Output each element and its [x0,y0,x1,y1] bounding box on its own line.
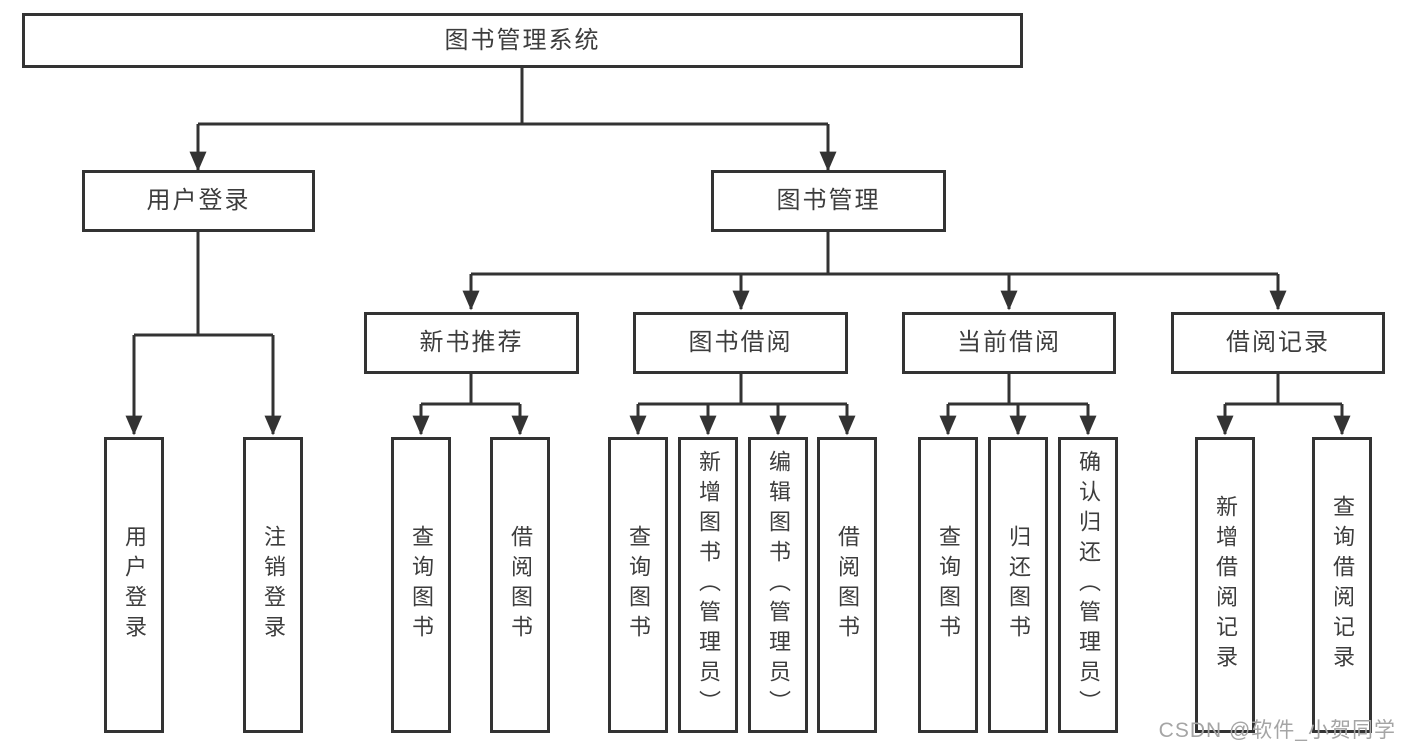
leaf-edit-book-admin-label: 编辑图书（管理员） [766,450,791,720]
node-book-borrow: 图书借阅 [633,312,848,374]
leaf-query-books-borrow-label: 查询图书 [626,525,651,645]
watermark: CSDN @软件_小贺同学 [1158,719,1396,742]
node-user-login: 用户登录 [82,170,315,232]
node-current-borrow-label: 当前借阅 [957,329,1061,356]
leaf-query-books-recommend: 查询图书 [391,437,451,733]
node-book-borrow-label: 图书借阅 [688,329,793,356]
leaf-user-login-label: 用户登录 [122,525,147,645]
node-borrow-records: 借阅记录 [1171,312,1385,374]
leaf-query-books-current: 查询图书 [918,437,978,733]
leaf-confirm-return-admin-label: 确认归还（管理员） [1076,450,1101,720]
node-book-management-label: 图书管理 [776,187,881,214]
node-root: 图书管理系统 [22,13,1023,68]
leaf-logout: 注销登录 [243,437,303,733]
leaf-query-borrow-record: 查询借阅记录 [1312,437,1372,733]
node-new-book-recommend-label: 新书推荐 [419,329,524,356]
node-current-borrow: 当前借阅 [902,312,1116,374]
leaf-add-borrow-record-label: 新增借阅记录 [1213,495,1238,675]
leaf-borrow-books-label: 借阅图书 [835,525,860,645]
leaf-query-books-recommend-label: 查询图书 [409,525,434,645]
leaf-user-login: 用户登录 [104,437,164,733]
leaf-borrow-books-recommend-label: 借阅图书 [508,525,533,645]
leaf-add-book-admin-label: 新增图书（管理员） [696,450,721,720]
leaf-confirm-return-admin: 确认归还（管理员） [1058,437,1118,733]
leaf-logout-label: 注销登录 [261,525,286,645]
leaf-borrow-books: 借阅图书 [817,437,877,733]
leaf-borrow-books-recommend: 借阅图书 [490,437,550,733]
node-borrow-records-label: 借阅记录 [1226,329,1330,356]
node-new-book-recommend: 新书推荐 [364,312,579,374]
leaf-query-borrow-record-label: 查询借阅记录 [1330,495,1355,675]
node-book-management: 图书管理 [711,170,946,232]
leaf-query-books-borrow: 查询图书 [608,437,668,733]
leaf-add-book-admin: 新增图书（管理员） [678,437,738,733]
leaf-query-books-current-label: 查询图书 [936,525,961,645]
leaf-return-books: 归还图书 [988,437,1048,733]
leaf-edit-book-admin: 编辑图书（管理员） [748,437,808,733]
node-root-label: 图书管理系统 [444,26,601,54]
leaf-return-books-label: 归还图书 [1006,525,1031,645]
node-user-login-label: 用户登录 [146,187,251,214]
leaf-add-borrow-record: 新增借阅记录 [1195,437,1255,733]
